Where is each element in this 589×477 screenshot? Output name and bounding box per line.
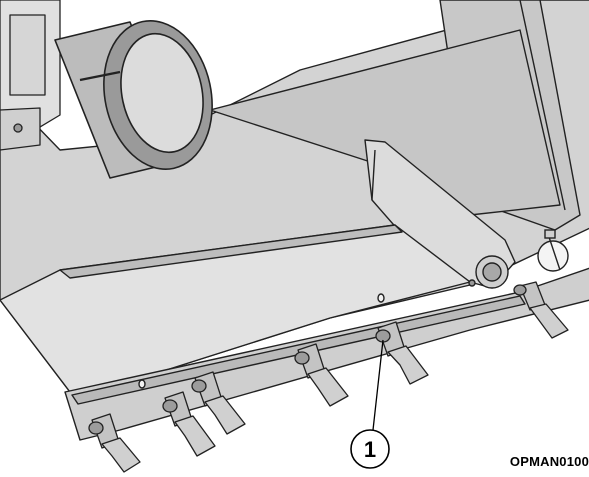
flail-tooth	[294, 343, 349, 407]
pivot-bolt-head	[482, 262, 502, 282]
flail-tooth	[513, 281, 569, 339]
pivot-bolt-small	[468, 279, 476, 287]
callout-leader	[372, 339, 384, 431]
hole	[138, 379, 146, 389]
callout: 1	[350, 339, 390, 469]
ledge-front	[59, 224, 403, 279]
tube-collar	[54, 20, 213, 179]
left-bracket	[0, 0, 61, 151]
right-wall-edge	[519, 0, 566, 211]
tube-pin	[79, 70, 121, 82]
hole	[377, 293, 385, 303]
flail-tooth	[88, 413, 141, 473]
ring-pin-shaft	[547, 233, 561, 271]
rear-panel	[209, 29, 561, 216]
callout-number: 1	[364, 437, 376, 462]
flail-tooth	[375, 321, 429, 385]
figure-code: OPMAN0100	[509, 454, 589, 469]
pivot-bolt	[468, 255, 509, 289]
ring-pin	[537, 229, 569, 272]
bolt	[13, 123, 23, 133]
flail-tooth	[191, 371, 246, 435]
tube-inner-rim	[120, 32, 204, 154]
ring-pin-clip	[544, 229, 556, 239]
ring-pin-ring	[537, 240, 569, 272]
callout-circle	[350, 429, 390, 469]
bracket-block	[9, 14, 46, 96]
flail-tooth	[162, 391, 216, 457]
flail-teeth	[88, 281, 569, 473]
gusset-edge	[371, 149, 376, 201]
